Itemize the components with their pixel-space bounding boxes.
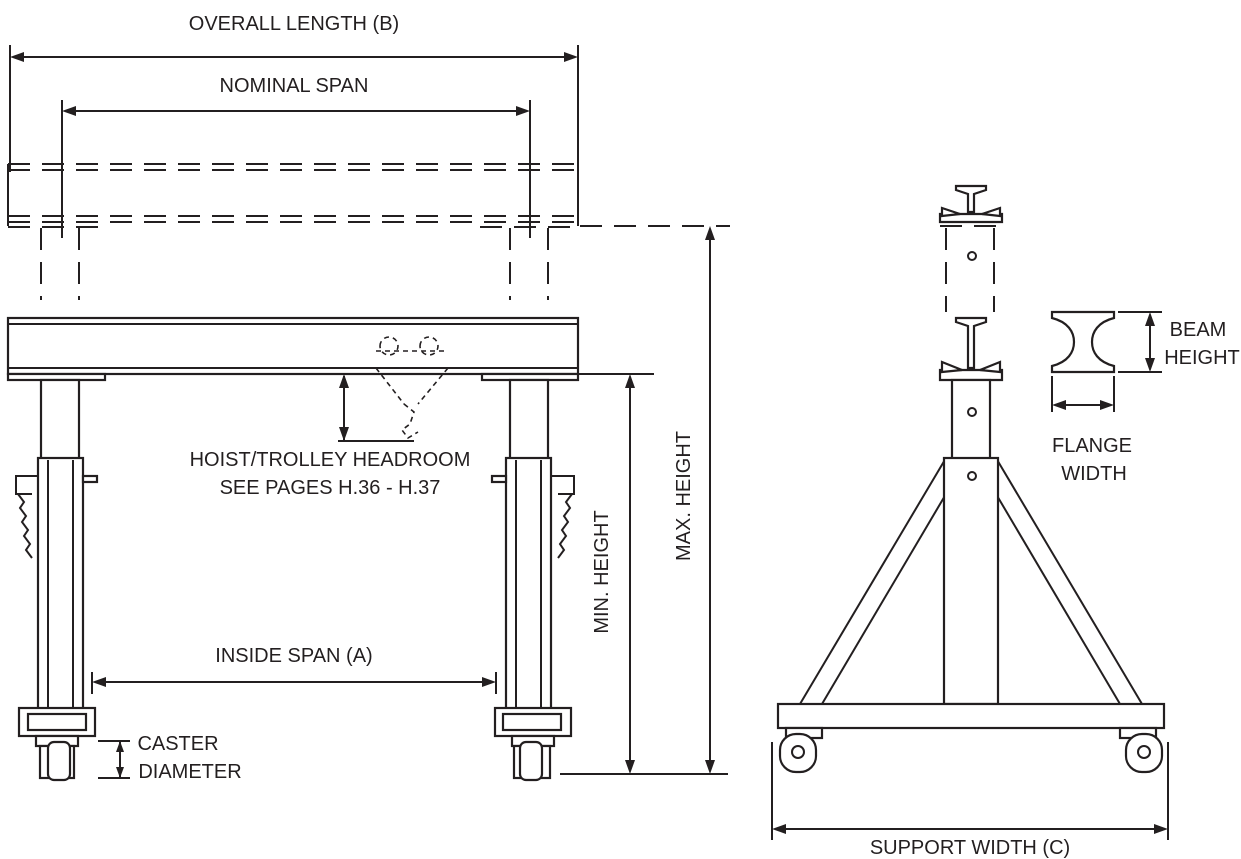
- inside-span-dimension: [91, 672, 497, 694]
- headroom-dimension: [338, 374, 414, 442]
- support-width-label: SUPPORT WIDTH (C): [870, 837, 1070, 859]
- front-view: [6, 45, 730, 782]
- min-height-dimension: [578, 373, 654, 774]
- support-width-dimension: [771, 742, 1169, 840]
- hoist-trolley-phantom: [375, 336, 449, 440]
- beam-height-label-line-1: BEAM: [1170, 319, 1227, 341]
- caster-diameter-dimension: [98, 740, 130, 779]
- right-leg: [490, 378, 575, 782]
- flange-width-label-line-2: WIDTH: [1061, 463, 1127, 485]
- hoist-headroom-label-line-1: HOIST/TROLLEY HEADROOM: [190, 449, 471, 471]
- overall-length-label: OVERALL LENGTH (B): [189, 13, 399, 35]
- min-height-label: MIN. HEIGHT: [591, 510, 613, 633]
- max-height-dimension: [560, 226, 728, 775]
- left-leg: [15, 378, 99, 782]
- raised-beam-phantom: [7, 163, 730, 300]
- side-view: [771, 184, 1169, 840]
- lower-beam-section: [954, 316, 988, 370]
- caster-label-line-2: DIAMETER: [138, 761, 241, 783]
- beam-section-detail: [1050, 310, 1162, 412]
- inside-span-label: INSIDE SPAN (A): [215, 645, 372, 667]
- upper-beam-section: [954, 184, 988, 214]
- flange-width-label-line-1: FLANGE: [1052, 435, 1132, 457]
- max-height-label: MAX. HEIGHT: [673, 431, 695, 561]
- hoist-headroom-label-line-2: SEE PAGES H.36 - H.37: [220, 477, 441, 499]
- overall-length-dimension: [9, 45, 579, 172]
- nominal-span-label: NOMINAL SPAN: [220, 75, 369, 97]
- beam-height-label-line-2: HEIGHT: [1164, 347, 1240, 369]
- main-beam: [6, 316, 580, 382]
- caster-label-line-1: CASTER: [137, 733, 218, 755]
